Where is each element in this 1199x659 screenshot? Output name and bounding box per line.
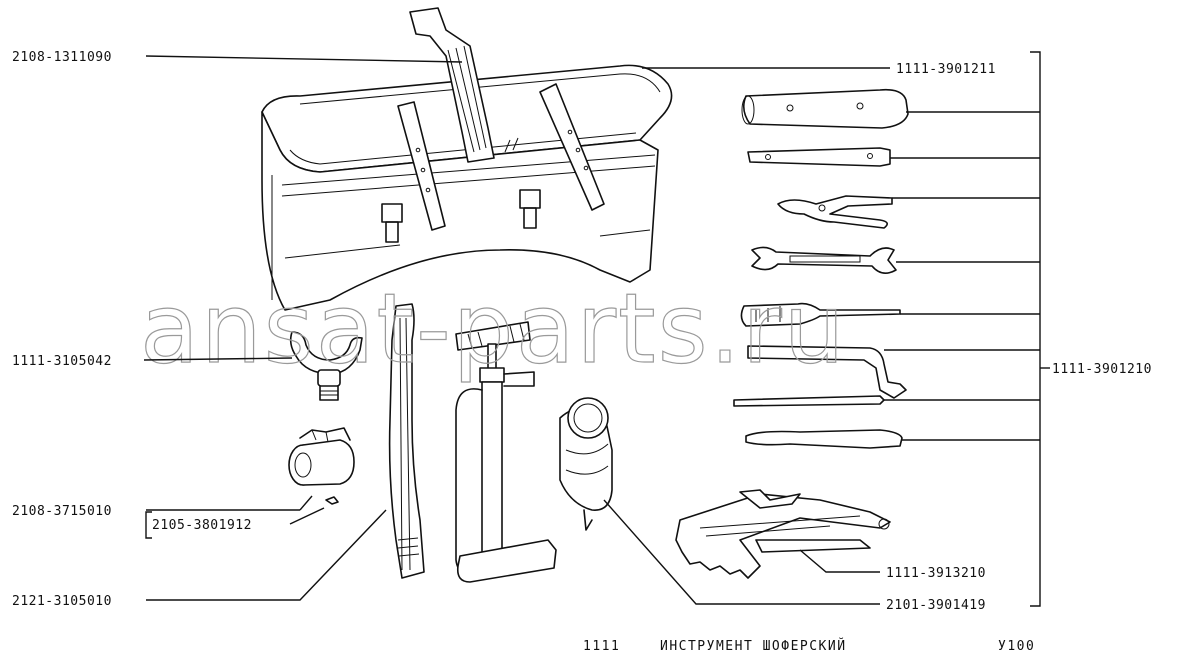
label-yoke: 1111-3105042 xyxy=(12,354,112,369)
label-handle: 2121-3105010 xyxy=(12,594,112,609)
handle-drawing xyxy=(388,303,425,579)
label-strap: 2108-1311090 xyxy=(12,50,112,65)
label-lamp: 2108-3715010 xyxy=(12,504,112,519)
pin-drawing xyxy=(325,496,339,505)
pump-drawing xyxy=(455,321,557,583)
leader-lines xyxy=(143,51,1050,607)
label-pin: 2105-3801912 xyxy=(152,518,252,533)
label-jack: 1111-3913210 xyxy=(886,566,986,581)
caption-model: 1111 xyxy=(583,639,620,654)
tool-set-drawing xyxy=(733,88,909,449)
caption-title: ИНСТРУМЕНТ ШОФЕРСКИЙ xyxy=(660,638,847,654)
label-tool-set: 1111-3901210 xyxy=(1052,362,1152,377)
label-bag: 1111-3901211 xyxy=(896,62,996,77)
tool-bag-drawing xyxy=(261,7,673,311)
gauge-drawing xyxy=(559,397,613,531)
jack-drawing xyxy=(675,489,891,579)
watermark-text: ansat-parts.ru xyxy=(140,273,847,385)
label-gauge: 2101-3901419 xyxy=(886,598,986,613)
lamp-drawing xyxy=(288,427,355,486)
caption-code: У100 xyxy=(998,639,1035,654)
yoke-drawing xyxy=(289,331,363,401)
